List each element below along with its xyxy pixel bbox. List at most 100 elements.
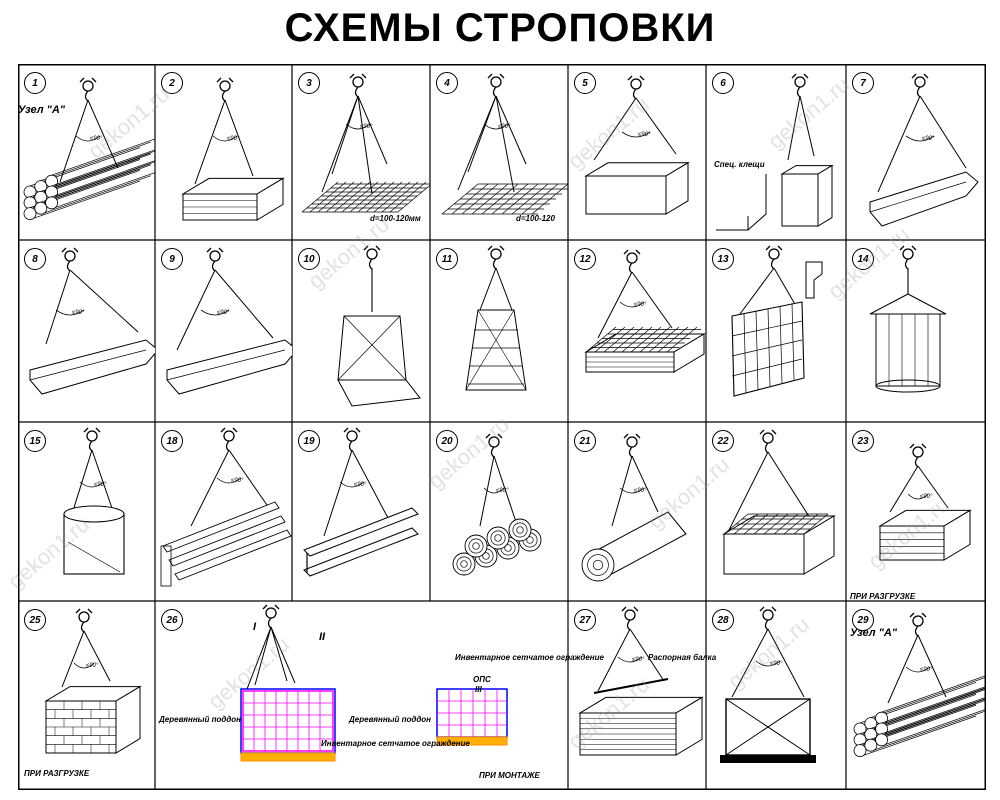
label-inv1: Инвентарное сетчатое ограждение — [321, 739, 470, 748]
scheme-cell-19: ≤90° 19 — [292, 422, 430, 601]
scheme-cell-18: ≤90°18 — [155, 422, 292, 601]
svg-text:≤90°: ≤90° — [90, 136, 103, 142]
scheme-number: 20 — [436, 430, 458, 452]
scheme-cell-2: ≤90° 2 — [155, 64, 292, 240]
svg-text:≤90°: ≤90° — [94, 482, 107, 488]
scheme-cell-22: 22 — [706, 422, 846, 601]
scheme-drawing-4: ≤90° — [441, 73, 568, 215]
scheme-drawing-7: ≤90° — [869, 73, 979, 227]
label-inv2-a: Инвентарное сетчатое ограждение — [455, 653, 604, 662]
scheme-number: 10 — [298, 248, 320, 270]
label-uzel-a-29: Узел "А" — [850, 627, 898, 639]
scheme-drawing-14 — [869, 245, 947, 393]
scheme-cell-10: 10 — [292, 240, 430, 422]
scheme-drawing-1: ≤90° — [23, 77, 155, 221]
scheme-drawing-27: ≤90° — [578, 606, 704, 756]
scheme-cell-20: ≤90° 20 — [430, 422, 568, 601]
label-derev1: Деревянный поддон — [159, 715, 241, 724]
scheme-number: 8 — [24, 248, 46, 270]
scheme-drawing-2: ≤90° — [181, 77, 285, 221]
grid-lines — [18, 64, 986, 790]
scheme-number: 21 — [574, 430, 596, 452]
scheme-drawing-3: ≤90° — [301, 73, 430, 213]
svg-text:≤90°: ≤90° — [922, 136, 935, 142]
scheme-drawing-6 — [716, 73, 834, 231]
svg-text:≤90°: ≤90° — [634, 302, 647, 308]
svg-text:≤90°: ≤90° — [498, 124, 511, 130]
scheme-drawing-10 — [337, 245, 421, 407]
scheme-drawing-26 — [240, 604, 508, 762]
scheme-cell-12: ≤90° 12 — [568, 240, 706, 422]
scheme-cell-7: ≤90° 7 — [846, 64, 986, 240]
scheme-cell-21: ≤90° 21 — [568, 422, 706, 601]
svg-text:≤90°: ≤90° — [496, 488, 509, 494]
label-d4: d=100-120 — [516, 214, 555, 223]
svg-text:≤90°: ≤90° — [354, 482, 367, 488]
scheme-cell-3: ≤90° 3 d=100-120мм — [292, 64, 430, 240]
scheme-drawing-22 — [722, 429, 836, 575]
label-raspor27: Распорная балка — [648, 653, 717, 662]
page-title: СХЕМЫ СТРОПОВКИ — [284, 6, 716, 50]
scheme-drawing-21: ≤90° — [581, 433, 687, 582]
svg-text:≤90°: ≤90° — [86, 663, 99, 669]
scheme-cell-11: 11 — [430, 240, 568, 422]
scheme-cell-13: 13 — [706, 240, 846, 422]
svg-text:≤90°: ≤90° — [231, 478, 244, 484]
scheme-number: 12 — [574, 248, 596, 270]
label-d3: d=100-120мм — [370, 214, 421, 223]
svg-text:≤90°: ≤90° — [634, 488, 647, 494]
label-derev2: Деревянный поддон — [349, 715, 431, 724]
svg-text:≤90°: ≤90° — [638, 132, 651, 138]
scheme-number: 22 — [712, 430, 734, 452]
label-spec6: Спец. клещи — [714, 160, 765, 169]
scheme-number: 26 — [161, 609, 183, 631]
scheme-number: 9 — [161, 248, 183, 270]
scheme-cell-8: ≤90° 8 — [18, 240, 155, 422]
svg-text:≤90°: ≤90° — [360, 124, 373, 130]
scheme-number: 6 — [712, 72, 734, 94]
label-inv2-b: ОПС — [473, 675, 491, 684]
scheme-cell-14: 14 — [846, 240, 986, 422]
scheme-drawing-5: ≤90° — [584, 75, 690, 215]
scheme-cell-15: ≤90° 15 — [18, 422, 155, 601]
label-uzel-a-1: Узел "А" — [18, 104, 66, 116]
scheme-cell-9: ≤90°9 — [155, 240, 292, 422]
svg-text:≤90°: ≤90° — [770, 661, 783, 667]
scheme-drawing-12: ≤90° — [584, 249, 706, 373]
scheme-cell-28: ≤90° 28 — [706, 601, 846, 790]
scheme-number: 2 — [161, 72, 183, 94]
scheme-drawing-20: ≤90° — [452, 433, 542, 576]
scheme-drawing-13 — [731, 245, 823, 397]
scheme-number: 15 — [24, 430, 46, 452]
scheme-cell-5: ≤90° 5 — [568, 64, 706, 240]
scheme-number: 28 — [712, 609, 734, 631]
scheme-drawing-11 — [465, 245, 527, 391]
scheme-number: 23 — [852, 430, 874, 452]
label-pri-razgruzke-23: ПРИ РАЗГРУЗКЕ — [850, 592, 916, 601]
scheme-number: 5 — [574, 72, 596, 94]
scheme-number: 7 — [852, 72, 874, 94]
scheme-number: 19 — [298, 430, 320, 452]
scheme-number: 14 — [852, 248, 874, 270]
scheme-number: 27 — [574, 609, 596, 631]
scheme-number: 3 — [298, 72, 320, 94]
svg-text:≤90°: ≤90° — [227, 136, 240, 142]
svg-text:≤90°: ≤90° — [72, 310, 85, 316]
svg-text:≤90°: ≤90° — [920, 667, 933, 673]
scheme-drawing-28: ≤90° — [720, 606, 816, 763]
scheme-number: 25 — [24, 609, 46, 631]
label-roman2: II — [319, 631, 326, 643]
svg-text:≤90°: ≤90° — [920, 494, 933, 500]
scheme-number: 1 — [24, 72, 46, 94]
scheme-drawing-23: ≤90° — [878, 443, 972, 561]
svg-text:≤90°: ≤90° — [632, 657, 645, 663]
scheme-drawing-25: ≤90° — [44, 608, 142, 754]
scheme-number: 29 — [852, 609, 874, 631]
